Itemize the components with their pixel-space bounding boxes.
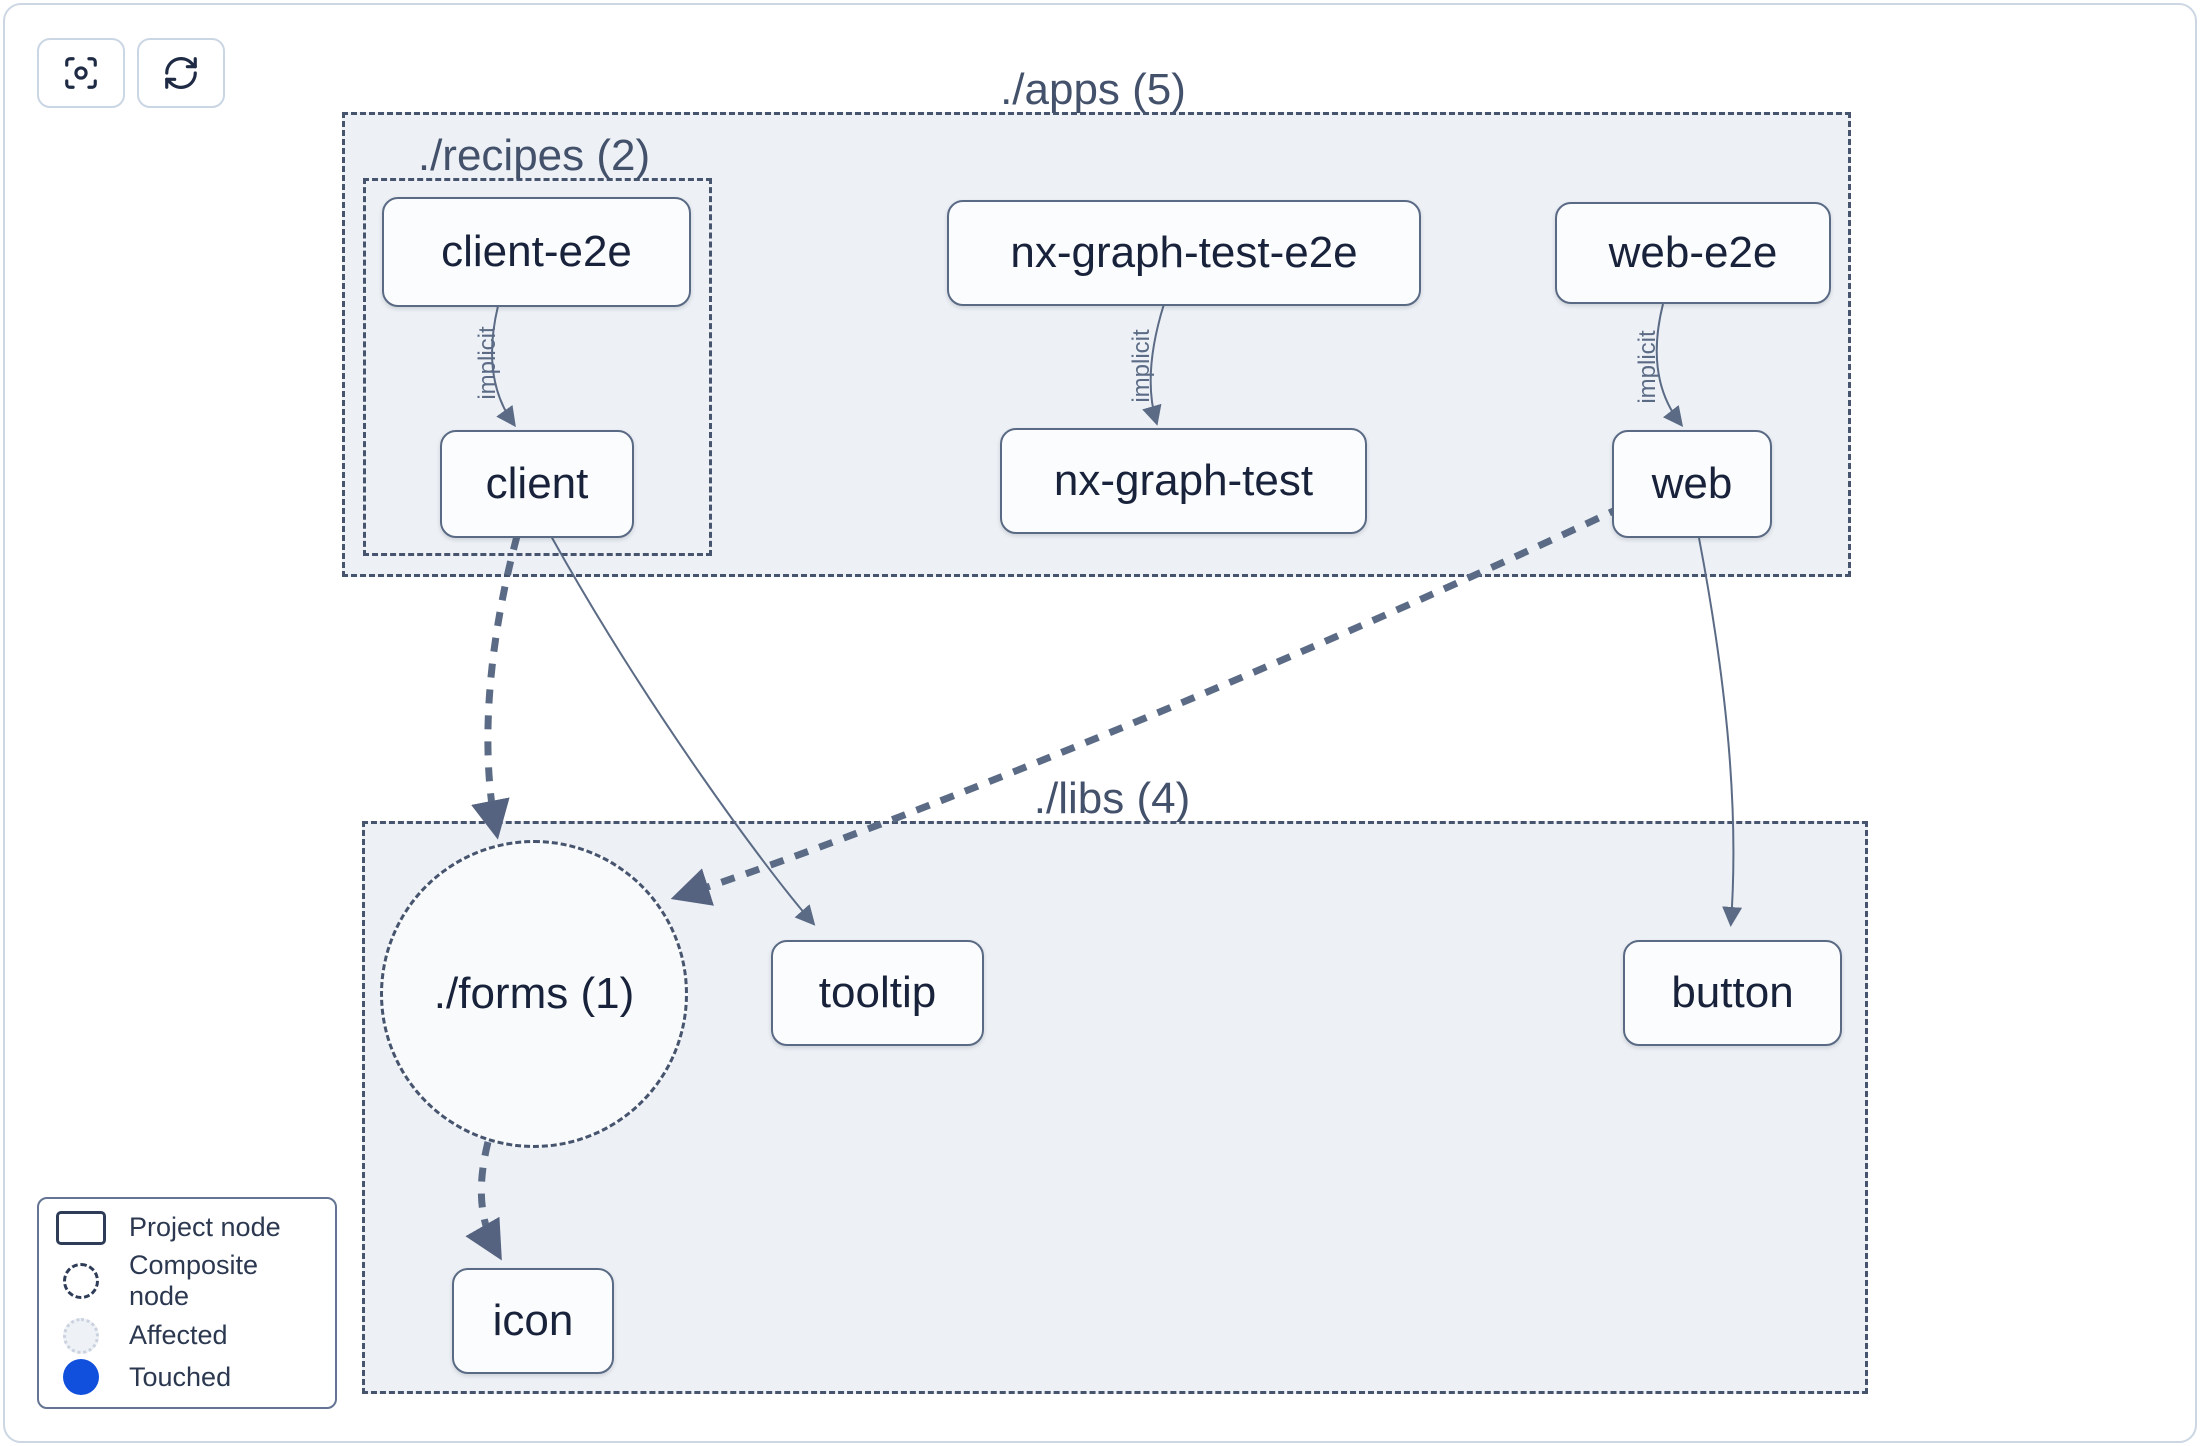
node-web-e2e-label: web-e2e <box>1608 228 1778 277</box>
legend-item-affected: Affected <box>55 1317 319 1354</box>
node-web-label: web <box>1651 459 1733 508</box>
edge-client-to-forms[interactable] <box>471 535 521 840</box>
legend-item-touched: Touched <box>55 1359 319 1396</box>
edge-forms-to-icon[interactable] <box>465 1141 502 1261</box>
edge-web-to-button[interactable] <box>1698 537 1743 927</box>
legend-label: Affected <box>129 1320 228 1351</box>
node-icon[interactable]: icon <box>452 1268 614 1374</box>
edge-label-implicit-client: implicit <box>474 326 501 400</box>
focus-button[interactable] <box>37 38 125 108</box>
project-node-swatch <box>56 1210 106 1245</box>
node-nx-graph-test[interactable]: nx-graph-test <box>1000 428 1367 534</box>
composite-node-swatch <box>63 1263 99 1300</box>
refresh-icon <box>165 57 197 89</box>
legend-item-composite-node: Composite node <box>55 1250 319 1312</box>
node-web[interactable]: web <box>1612 430 1772 538</box>
edge-label-implicit-nx-graph-test: implicit <box>1128 329 1155 403</box>
node-tooltip-label: tooltip <box>818 968 937 1017</box>
node-nx-graph-test-label: nx-graph-test <box>1053 456 1314 505</box>
refresh-button[interactable] <box>137 38 225 108</box>
container-apps-label: ./apps (5) <box>1000 65 1186 114</box>
node-web-e2e[interactable]: web-e2e <box>1555 202 1831 304</box>
composite-node-forms-label: ./forms (1) <box>433 969 635 1018</box>
container-libs-label: ./libs (4) <box>1033 774 1191 823</box>
edge-nx-graph-test-e2e-to-nx-graph-test[interactable] <box>1142 303 1165 426</box>
legend-label: Touched <box>129 1361 232 1392</box>
edge-web-to-forms[interactable] <box>670 503 1624 906</box>
legend-item-project-node: Project node <box>55 1210 319 1245</box>
node-nx-graph-test-e2e[interactable]: nx-graph-test-e2e <box>947 200 1421 306</box>
legend-label: Composite node <box>129 1250 259 1312</box>
node-icon-label: icon <box>492 1296 574 1345</box>
node-client-e2e-label: client-e2e <box>441 227 632 276</box>
legend: Project node Composite node Affected Tou… <box>37 1197 337 1409</box>
focus-icon <box>65 57 97 89</box>
container-recipes-label: ./recipes (2) <box>417 131 651 180</box>
composite-node-forms[interactable]: ./forms (1) <box>380 840 688 1148</box>
node-button[interactable]: button <box>1623 940 1842 1046</box>
edge-client-e2e-to-client[interactable] <box>491 305 516 428</box>
legend-label: Project node <box>129 1212 281 1243</box>
node-nx-graph-test-e2e-label: nx-graph-test-e2e <box>1010 228 1358 277</box>
edge-label-implicit-web: implicit <box>1634 330 1661 404</box>
node-client-e2e[interactable]: client-e2e <box>382 197 691 307</box>
edge-client-to-tooltip[interactable] <box>550 535 816 926</box>
node-client[interactable]: client <box>440 430 634 538</box>
node-client-label: client <box>485 459 589 508</box>
touched-swatch <box>63 1359 99 1396</box>
node-button-label: button <box>1671 968 1794 1017</box>
edge-web-e2e-to-web[interactable] <box>1655 303 1684 427</box>
affected-swatch <box>63 1317 99 1354</box>
node-tooltip[interactable]: tooltip <box>771 940 984 1046</box>
